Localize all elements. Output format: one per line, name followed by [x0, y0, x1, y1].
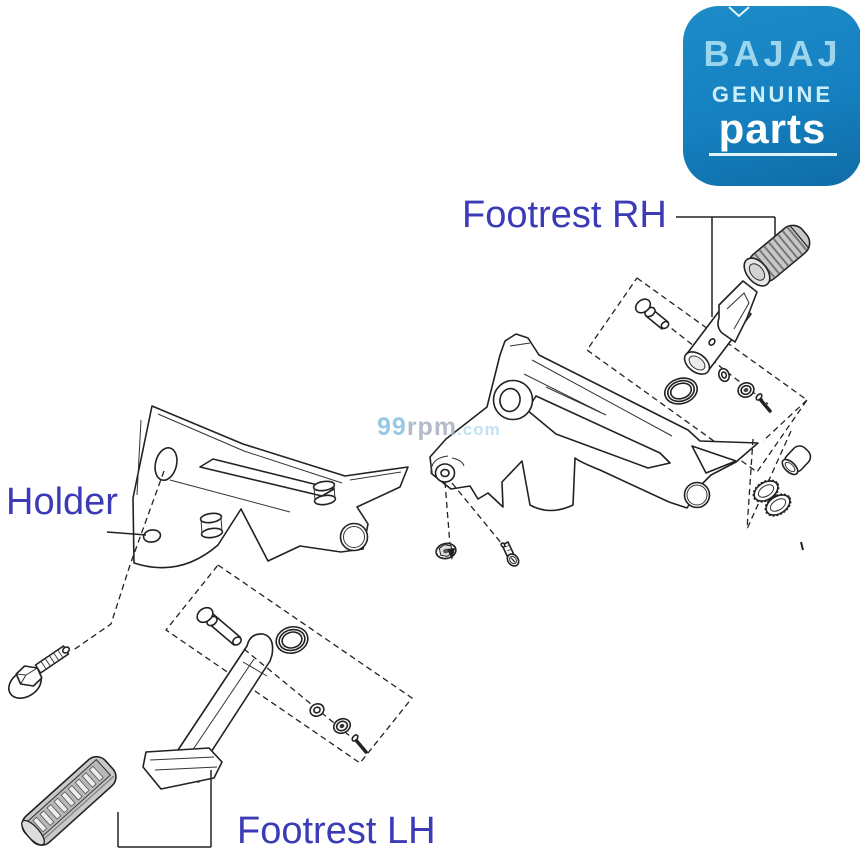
hardware-box-rh — [586, 277, 808, 473]
logo-genuine-text: GENUINE — [711, 82, 834, 107]
watermark-middle: rpm — [406, 413, 458, 441]
hex-flange-bolt — [8, 645, 71, 699]
footrest-rubber-lh — [21, 755, 117, 846]
leader-lines — [106, 216, 776, 848]
watermark-prefix: 99 — [377, 413, 407, 441]
logo-brand-text: BAJAJ — [703, 33, 842, 74]
watermark: 99rpm.com — [377, 413, 501, 442]
label-footrest-lh: Footrest LH — [237, 810, 436, 852]
cotter-pin-lh — [351, 734, 368, 754]
pointer-dashed — [451, 482, 503, 545]
holder-hole — [142, 529, 162, 543]
pointer-dashed — [444, 481, 451, 546]
watermark-suffix: .com — [457, 420, 501, 439]
logo-underline — [708, 153, 837, 156]
washer-ring-lh — [275, 625, 309, 655]
cotter-pin-rh — [755, 393, 772, 413]
small-washer-lh — [309, 703, 325, 717]
brand-logo: BAJAJ GENUINE parts — [683, 6, 860, 186]
flanged-washer-lh — [332, 717, 352, 735]
clevis-pin-lh — [196, 606, 242, 646]
pointer-dashed — [762, 399, 808, 442]
tick-mark — [800, 541, 804, 551]
spacer-bush — [781, 445, 812, 476]
arrowhead — [447, 548, 455, 560]
boss-mount — [312, 480, 337, 506]
logo-parts-text: parts — [718, 105, 827, 152]
boss-mount — [199, 512, 224, 539]
holder-bracket-rh — [429, 333, 759, 512]
footrest-arm-rh — [683, 280, 758, 375]
footrest-arm-lh — [142, 633, 274, 790]
label-footrest-rh: Footrest RH — [462, 194, 667, 236]
small-washer-rh — [718, 367, 730, 383]
knurled-adjuster — [752, 479, 792, 517]
holder-bracket-lh — [132, 405, 409, 569]
chevron-down-icon — [728, 6, 750, 18]
washer-ring-rh — [664, 377, 698, 405]
clevis-pin-rh — [634, 298, 670, 330]
assembly-axis-dashed — [71, 470, 165, 652]
footrest-rubber-rh — [743, 224, 811, 287]
flanged-washer-rh — [737, 382, 755, 398]
label-holder: Holder — [6, 481, 118, 523]
hardware-box-lh — [165, 564, 413, 764]
pan-screw — [500, 541, 520, 567]
